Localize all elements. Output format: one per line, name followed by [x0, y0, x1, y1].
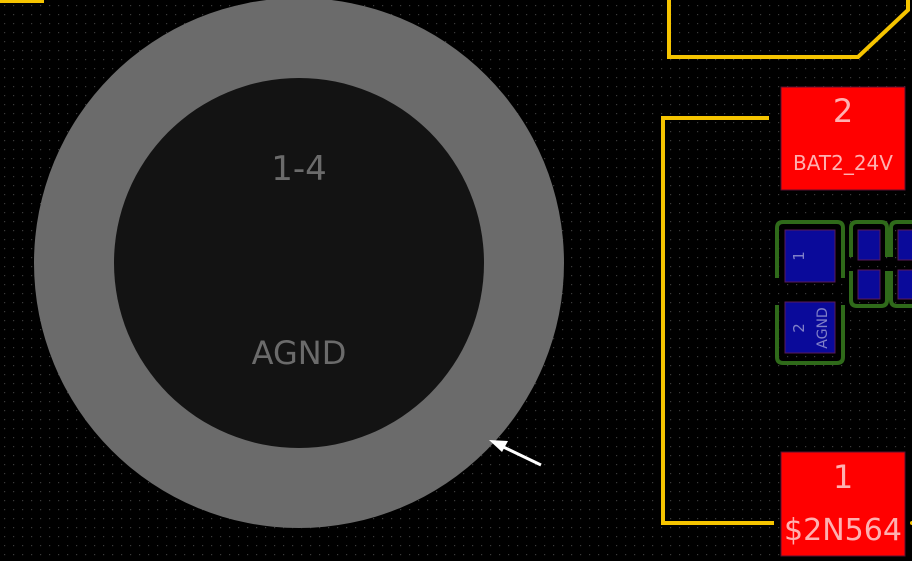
small-pad[interactable]	[857, 269, 881, 300]
mounting-hole[interactable]: 1-4 AGND	[34, 0, 564, 528]
pad-number: 2	[790, 323, 808, 333]
pad-2[interactable]: 2 BAT2_24V	[780, 86, 906, 191]
pad-number: 2	[833, 92, 853, 130]
silkscreen-outline-left	[661, 116, 774, 525]
pad-number: 1	[833, 458, 853, 496]
small-pad[interactable]	[897, 269, 912, 300]
pad-number: 1	[790, 251, 808, 261]
silkscreen-outline-top	[667, 0, 910, 59]
via-hole	[114, 78, 484, 448]
component-courtyard	[775, 220, 912, 365]
mounting-hole-pad-number: 1-4	[271, 149, 327, 189]
small-pad[interactable]	[857, 229, 881, 261]
pad-net: AGND	[815, 307, 831, 348]
pad-net: $2N564	[784, 513, 902, 548]
mounting-hole-net: AGND	[252, 334, 347, 372]
small-pad-1[interactable]: 1	[784, 229, 836, 283]
pad-net: BAT2_24V	[793, 151, 893, 175]
cursor-arrow-icon	[489, 440, 542, 467]
small-pad[interactable]	[897, 229, 912, 261]
pad-1[interactable]: 1 $2N564	[780, 451, 906, 557]
small-pad-2[interactable]: 2 AGND	[784, 301, 836, 354]
